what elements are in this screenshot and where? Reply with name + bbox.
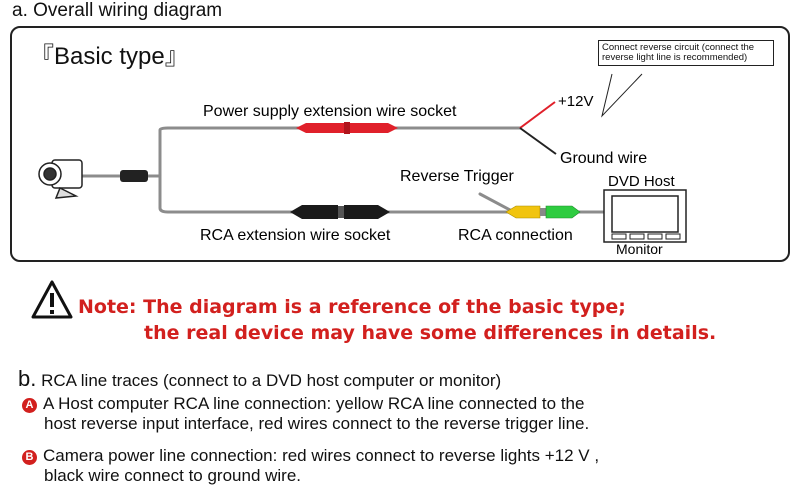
item-a-line-2: host reverse input interface, red wires …: [44, 414, 590, 433]
reverse-trigger-label: Reverse Trigger: [400, 168, 514, 185]
reverse-circuit-callout: Connect reverse circuit (connect the rev…: [598, 40, 774, 66]
section-b-heading: RCA line traces (connect to a DVD host c…: [41, 371, 502, 390]
list-item: B Camera power line connection: red wires…: [22, 446, 599, 486]
callout-pointer: [601, 73, 643, 118]
list-item: A A Host computer RCA line connection: ye…: [22, 394, 589, 434]
dvd-host-label: DVD Host: [608, 173, 676, 190]
monitor-icon: [603, 189, 687, 243]
power-wire: [158, 126, 522, 178]
warning-triangle-icon: [31, 280, 73, 319]
section-b-letter: b.: [18, 366, 37, 391]
plus12v-label: +12V: [558, 93, 593, 110]
ground-wire-label: Ground wire: [560, 150, 647, 167]
ground-wire-line: [519, 127, 557, 155]
plus12v-wire: [519, 101, 556, 129]
item-b-line-1: Camera power line connection: red wires …: [43, 446, 600, 465]
wiring-drawing: Power supply extension wire socket +12V …: [38, 73, 687, 257]
power-socket-label: Power supply extension wire socket: [203, 103, 457, 120]
item-a-line-1: A Host computer RCA line connection: yel…: [43, 394, 585, 413]
note-line-2: the real device may have some difference…: [144, 322, 717, 344]
note-block: Note: The diagram is a reference of the …: [78, 294, 716, 346]
video-wire: [158, 174, 608, 214]
rca-extension-label: RCA extension wire socket: [200, 227, 391, 244]
camera-icon: [38, 159, 83, 199]
rca-extension-socket: [290, 205, 390, 219]
wiring-diagram-frame: [10, 26, 790, 262]
rca-connection-plugs: [505, 205, 581, 219]
inline-connector: [120, 170, 148, 182]
section-a-title: a. Overall wiring diagram: [12, 0, 223, 21]
badge-a-icon: A: [22, 398, 37, 413]
basic-type-label: 『Basic type』: [30, 43, 189, 70]
section-b-title: b. RCA line traces (connect to a DVD hos…: [18, 366, 501, 392]
monitor-label: Monitor: [616, 241, 663, 257]
power-socket: [296, 122, 398, 134]
rca-connection-label: RCA connection: [458, 227, 573, 244]
trigger-wire: [478, 192, 512, 212]
note-line-1: Note: The diagram is a reference of the …: [78, 296, 626, 318]
badge-b-icon: B: [22, 450, 37, 465]
item-b-line-2: black wire connect to ground wire.: [44, 466, 302, 485]
